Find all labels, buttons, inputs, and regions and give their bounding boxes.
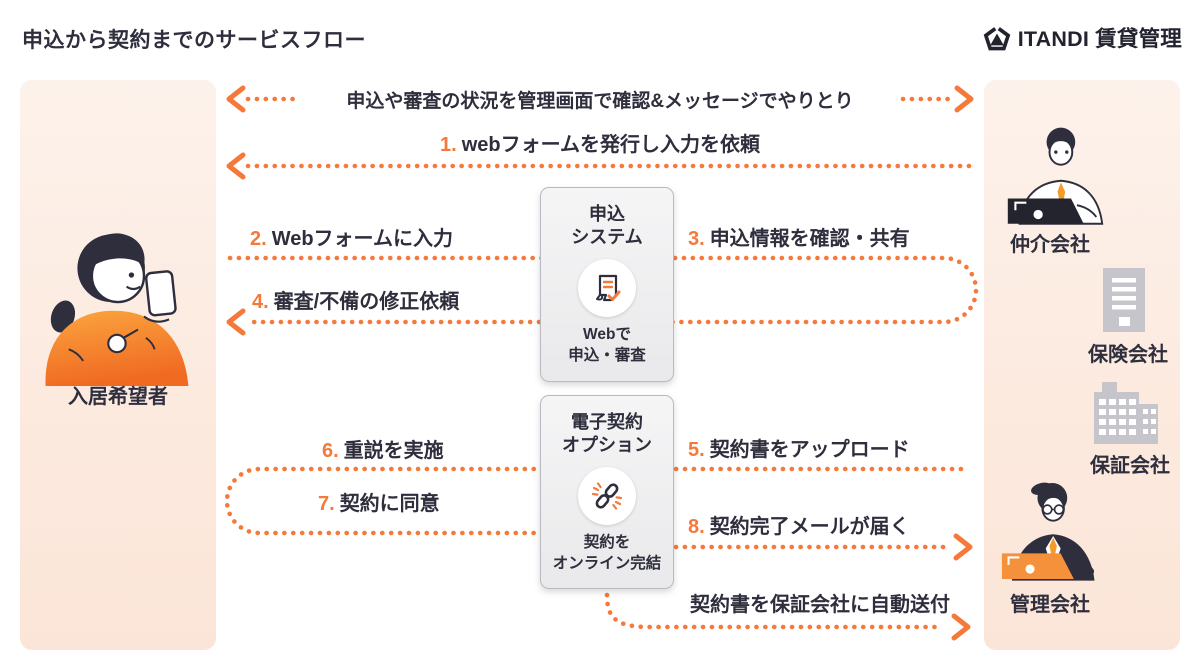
step-6: 6.重説を実施 xyxy=(322,434,444,463)
document-check-icon xyxy=(596,274,621,301)
step-4-label: 審査/不備の修正依頼 xyxy=(273,291,460,313)
itandi-logo-icon xyxy=(983,24,1011,50)
arrowhead-right-step8 xyxy=(953,533,973,561)
card-application-icon-circle xyxy=(578,258,636,317)
step-8-number: 8. xyxy=(688,516,705,538)
card-econtract-title: 電子契約 オプション xyxy=(562,412,652,456)
step-6-number: 6. xyxy=(322,440,339,462)
step-4: 4.審査/不備の修正依頼 xyxy=(252,285,459,314)
manager-label: 管理会社 xyxy=(1010,594,1090,616)
card-application-caption: Webで 申込・審査 xyxy=(568,325,646,364)
panel-tenant: 入居希望者 xyxy=(20,80,216,650)
broker-label: 仲介会社 xyxy=(1010,234,1090,256)
card-application-title: 申込 システム xyxy=(571,204,643,248)
step-4-number: 4. xyxy=(252,291,269,313)
step-8: 8.契約完了メールが届く xyxy=(688,510,910,539)
tenant-label: 入居希望者 xyxy=(68,386,168,408)
step-2-number: 2. xyxy=(250,228,267,250)
step-3-number: 3. xyxy=(688,228,705,250)
exchange-label: 申込や審査の状況を管理画面で確認&メッセージでやりとり xyxy=(346,91,854,112)
arrowheads xyxy=(226,85,974,641)
dotted-flow-lines xyxy=(224,96,979,630)
card-application-system: 申込 システム Webで 申込・審査 xyxy=(540,187,674,382)
page-title: 申込から契約までのサービスフロー xyxy=(22,29,366,52)
step-6-label: 重説を実施 xyxy=(343,440,444,462)
step-7-number: 7. xyxy=(318,493,335,515)
brand-name: ITANDI 賃貸管理 xyxy=(1017,27,1182,51)
card-econtract-option: 電子契約 オプション 契約を オンライン完結 xyxy=(540,395,674,589)
step-5-label: 契約書をアップロード xyxy=(709,439,910,461)
arrowhead-right-autosend xyxy=(951,613,971,641)
link-icon xyxy=(591,482,623,510)
woman-with-phone-illustration xyxy=(45,233,189,386)
card-econtract-icon-circle xyxy=(578,466,636,525)
insurance-label: 保険会社 xyxy=(1088,344,1168,366)
manager-man-with-laptop-illustration xyxy=(1001,482,1095,581)
arrowhead-left-step4 xyxy=(226,308,246,336)
auto-send-label: 契約書を保証会社に自動送付 xyxy=(690,594,950,616)
step-5-number: 5. xyxy=(688,439,705,461)
step-7: 7.契約に同意 xyxy=(318,487,440,516)
step-1-label: webフォームを発行し入力を依頼 xyxy=(461,134,760,156)
step-1: 1.webフォームを発行し入力を依頼 xyxy=(0,128,1200,157)
step-3-label: 申込情報を確認・共有 xyxy=(709,228,910,250)
brand-logo: ITANDI 賃貸管理 xyxy=(983,22,1182,53)
step-5: 5.契約書をアップロード xyxy=(688,433,910,462)
step-1-number: 1. xyxy=(440,134,457,156)
step-8-label: 契約完了メールが届く xyxy=(709,516,910,538)
panel-companies: 仲介会社 保険会社 xyxy=(984,80,1180,650)
arrowhead-right-exchange xyxy=(954,85,974,113)
card-econtract-caption: 契約を オンライン完結 xyxy=(552,533,662,572)
step-2: 2.Webフォームに入力 xyxy=(250,222,453,251)
step-3: 3.申込情報を確認・共有 xyxy=(688,222,910,251)
step-2-label: Webフォームに入力 xyxy=(271,228,453,250)
guarantor-building-icon xyxy=(1094,382,1158,444)
insurance-building-icon xyxy=(1103,268,1145,332)
broker-man-with-laptop-illustration xyxy=(1007,127,1104,225)
step-7-label: 契約に同意 xyxy=(339,493,440,515)
guarantor-label: 保証会社 xyxy=(1090,455,1170,477)
arrowhead-left-exchange xyxy=(226,85,246,113)
arrowhead-left-step1 xyxy=(226,152,246,180)
